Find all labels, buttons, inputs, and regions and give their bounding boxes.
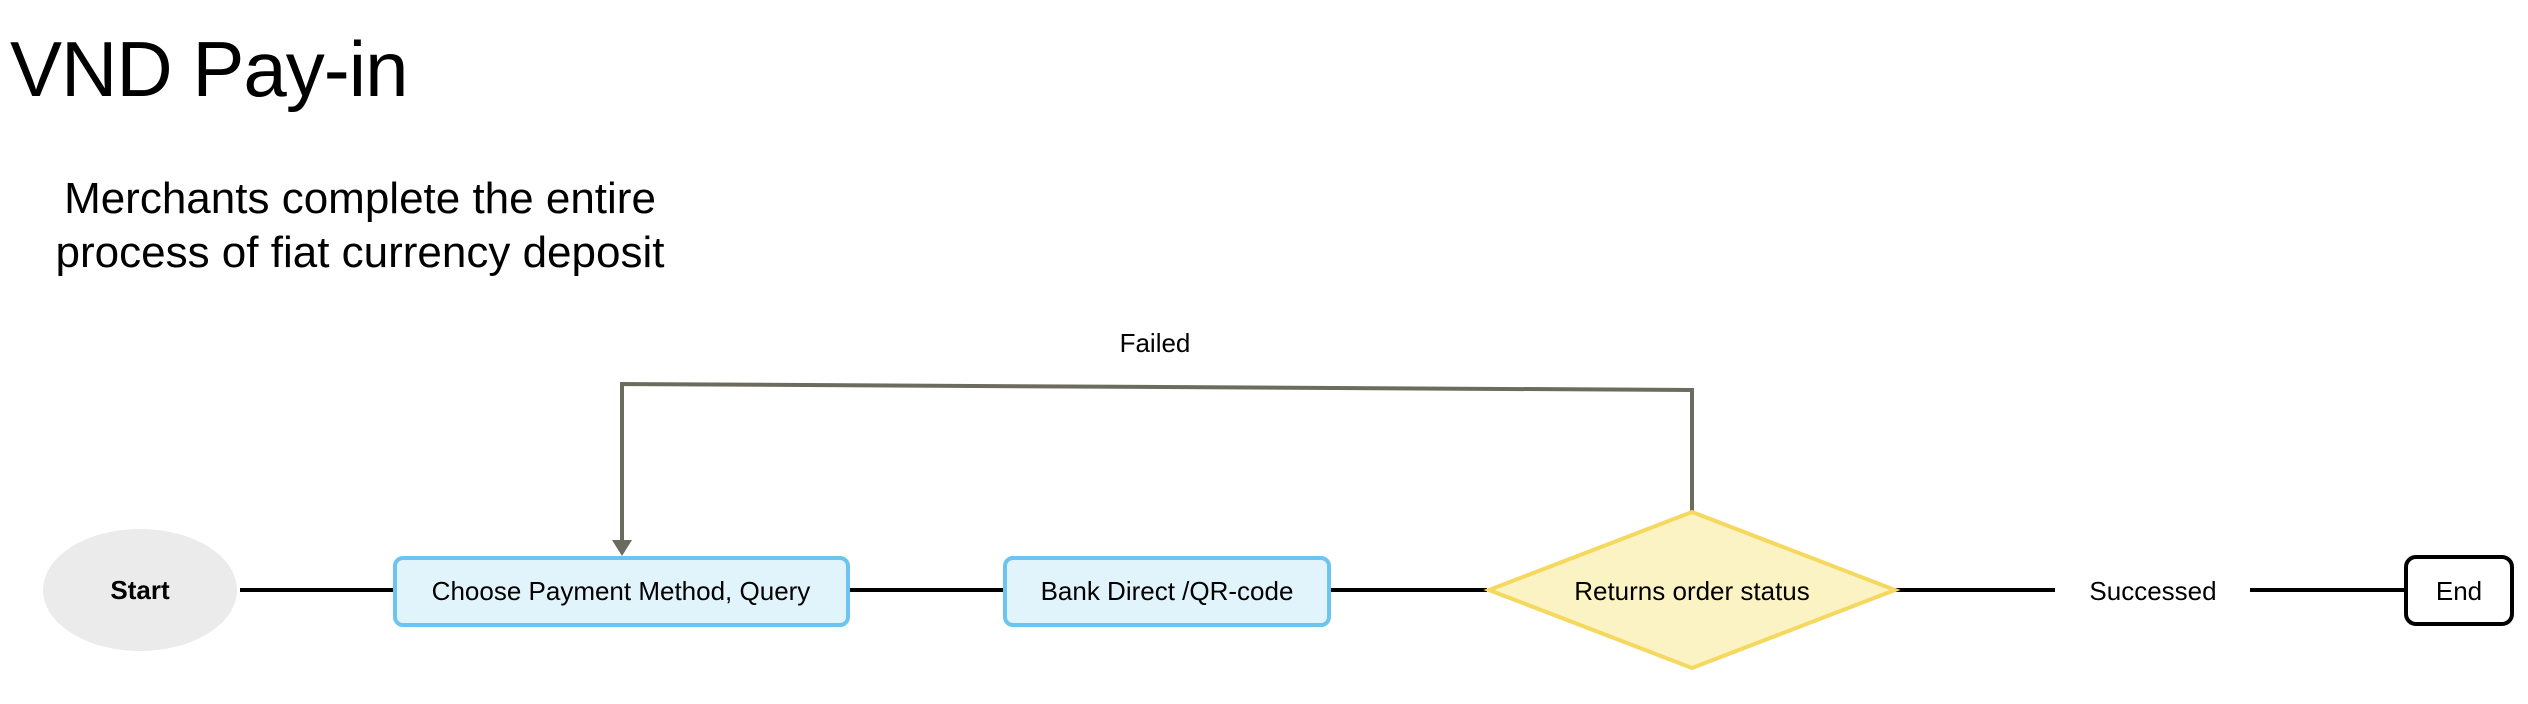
choose-payment-method-label: Choose Payment Method, Query [432,576,811,606]
returns-order-status-label: Returns order status [1574,576,1810,606]
end-label: End [2436,576,2482,606]
page-title: VND Pay-in [10,25,408,113]
returns-order-status-decision [1483,509,1901,671]
page-subtitle: Merchants complete the entire process of… [10,172,710,280]
bank-direct-qr-label: Bank Direct /QR-code [1041,576,1294,606]
subtitle-line-2: process of fiat currency deposit [55,228,665,277]
bank-direct-qr-node [1003,556,1331,627]
start-label: Start [110,575,170,605]
end-node [2404,555,2514,626]
start-node [43,529,237,651]
failed-label: Failed [1120,328,1191,358]
successed-label: Successed [2089,576,2216,606]
failed-loop-connector [620,381,1694,540]
choose-payment-method-node [393,556,850,627]
subtitle-line-1: Merchants complete the entire [64,174,656,223]
failed-loop-arrowhead [612,540,632,556]
